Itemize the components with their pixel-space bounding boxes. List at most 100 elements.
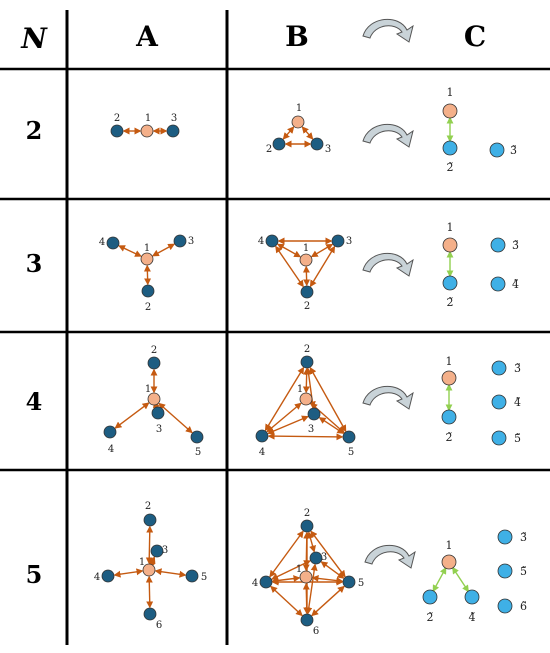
a4-label-4: 4 xyxy=(108,444,114,455)
a4-label-3: 3 xyxy=(156,424,162,435)
a4-node-5 xyxy=(190,430,204,444)
b5-node-5 xyxy=(342,575,356,589)
a5-label-1: 1 xyxy=(139,557,145,568)
a4-label-5: 5 xyxy=(195,447,201,458)
a3-edge-1-2 xyxy=(143,264,152,286)
b5-edge-1-6 xyxy=(302,582,311,615)
c3-node-2 xyxy=(442,275,458,291)
c5-label-6: 6̃ xyxy=(520,600,527,613)
c5-label-3: 3̃ xyxy=(520,531,527,544)
a5-node-6 xyxy=(143,607,157,621)
a5-edge-1-5 xyxy=(154,568,187,578)
transform-arrow-row-2 xyxy=(362,123,414,148)
a3-edge-1-3 xyxy=(151,243,176,257)
c4-label-5: 5̃ xyxy=(514,432,521,445)
a3-label-4: 4 xyxy=(99,237,105,248)
b5-node-1 xyxy=(299,570,313,584)
c5-edge-1-4 xyxy=(452,566,469,593)
c2-label-1: 1 xyxy=(447,86,454,99)
c4-label-3: 3̃ xyxy=(514,362,521,375)
a4-node-3 xyxy=(151,406,165,420)
b2-edge-1-2 xyxy=(282,126,295,140)
b4-label-2: 2 xyxy=(304,344,310,355)
a3-edge-1-4 xyxy=(118,245,142,257)
b4-edge-1-2 xyxy=(302,367,311,394)
a5-node-5 xyxy=(185,569,199,583)
b5-node-3 xyxy=(309,551,323,565)
b5-node-4 xyxy=(259,575,273,589)
a5-label-5: 5 xyxy=(201,572,207,583)
b4-node-3 xyxy=(307,407,321,421)
transform-arrow-header xyxy=(362,18,414,43)
c3-label-4: 4̃ xyxy=(512,278,519,291)
a5-edge-1-4 xyxy=(113,568,144,578)
b2-edge-1-3 xyxy=(301,126,314,140)
a3-label-1: 1 xyxy=(144,243,150,254)
b4-label-4: 4 xyxy=(259,447,265,458)
b2-label-3: 3 xyxy=(325,144,331,155)
c5-edge-1-2 xyxy=(432,566,447,593)
b2-node-2 xyxy=(272,137,286,151)
a5-label-2: 2 xyxy=(145,501,151,512)
a5-node-2 xyxy=(143,513,157,527)
b3-label-4: 4 xyxy=(258,236,264,247)
b2-node-3 xyxy=(310,137,324,151)
c4-label-2: 2̃ xyxy=(446,431,453,444)
c3-node-1 xyxy=(442,237,458,253)
b5-label-4: 4 xyxy=(252,578,258,589)
c4-node-3 xyxy=(491,360,507,376)
c3-label-1: 1 xyxy=(447,221,454,234)
c5-label-1: 1 xyxy=(446,539,453,552)
c5-node-4 xyxy=(464,589,480,605)
a2-node-3 xyxy=(166,124,180,138)
b3-node-2 xyxy=(300,285,314,299)
a4-node-4 xyxy=(103,425,117,439)
b3-label-1: 1 xyxy=(303,243,309,254)
header-c: C xyxy=(464,20,486,53)
b5-label-2: 2 xyxy=(304,508,310,519)
c3-node-4 xyxy=(490,276,506,292)
b5-edge-4-6 xyxy=(270,585,303,617)
row-label-5: 5 xyxy=(26,560,43,589)
b3-edge-1-3 xyxy=(310,243,334,258)
header-b: B xyxy=(285,20,309,53)
c3-node-3 xyxy=(490,237,506,253)
a4-node-1 xyxy=(147,392,161,406)
b5-node-6 xyxy=(300,613,314,627)
b4-label-5: 5 xyxy=(348,447,354,458)
row-label-2: 2 xyxy=(26,116,43,145)
a4-label-2: 2 xyxy=(151,345,157,356)
b3-node-3 xyxy=(331,234,345,248)
c4-node-5 xyxy=(491,430,507,446)
c2-label-2: 2̃ xyxy=(447,161,454,174)
c5-label-4: 4̃ xyxy=(469,611,476,624)
row-label-4: 4 xyxy=(26,387,43,416)
c2-node-1 xyxy=(442,103,458,119)
b4-node-5 xyxy=(342,430,356,444)
b2-node-1 xyxy=(291,115,305,129)
a5-node-4 xyxy=(101,569,115,583)
a2-label-2: 2 xyxy=(114,113,120,124)
b4-node-4 xyxy=(255,429,269,443)
a5-edge-1-2 xyxy=(145,525,154,565)
c4-label-4: 4̃ xyxy=(514,396,521,409)
a5-label-3: 3 xyxy=(162,545,168,556)
b2-label-2: 2 xyxy=(266,144,272,155)
b4-label-3: 3 xyxy=(308,424,314,435)
a2-node-2 xyxy=(110,124,124,138)
a5-edge-1-6 xyxy=(145,575,154,609)
table-grid xyxy=(0,10,550,645)
a3-label-2: 2 xyxy=(145,302,151,313)
a4-edge-1-5 xyxy=(158,402,193,434)
a2-label-3: 3 xyxy=(171,113,177,124)
a2-node-1 xyxy=(140,124,154,138)
b3-edge-1-2 xyxy=(302,265,311,287)
b3-edge-3-2 xyxy=(309,245,336,288)
a4-edge-1-4 xyxy=(114,402,150,429)
c5-label-5: 5̃ xyxy=(520,565,527,578)
b5-label-1: 1 xyxy=(296,564,302,575)
b4-node-1 xyxy=(299,392,313,406)
b5-label-3: 3 xyxy=(321,552,327,563)
b3-edge-4-2 xyxy=(275,245,304,288)
